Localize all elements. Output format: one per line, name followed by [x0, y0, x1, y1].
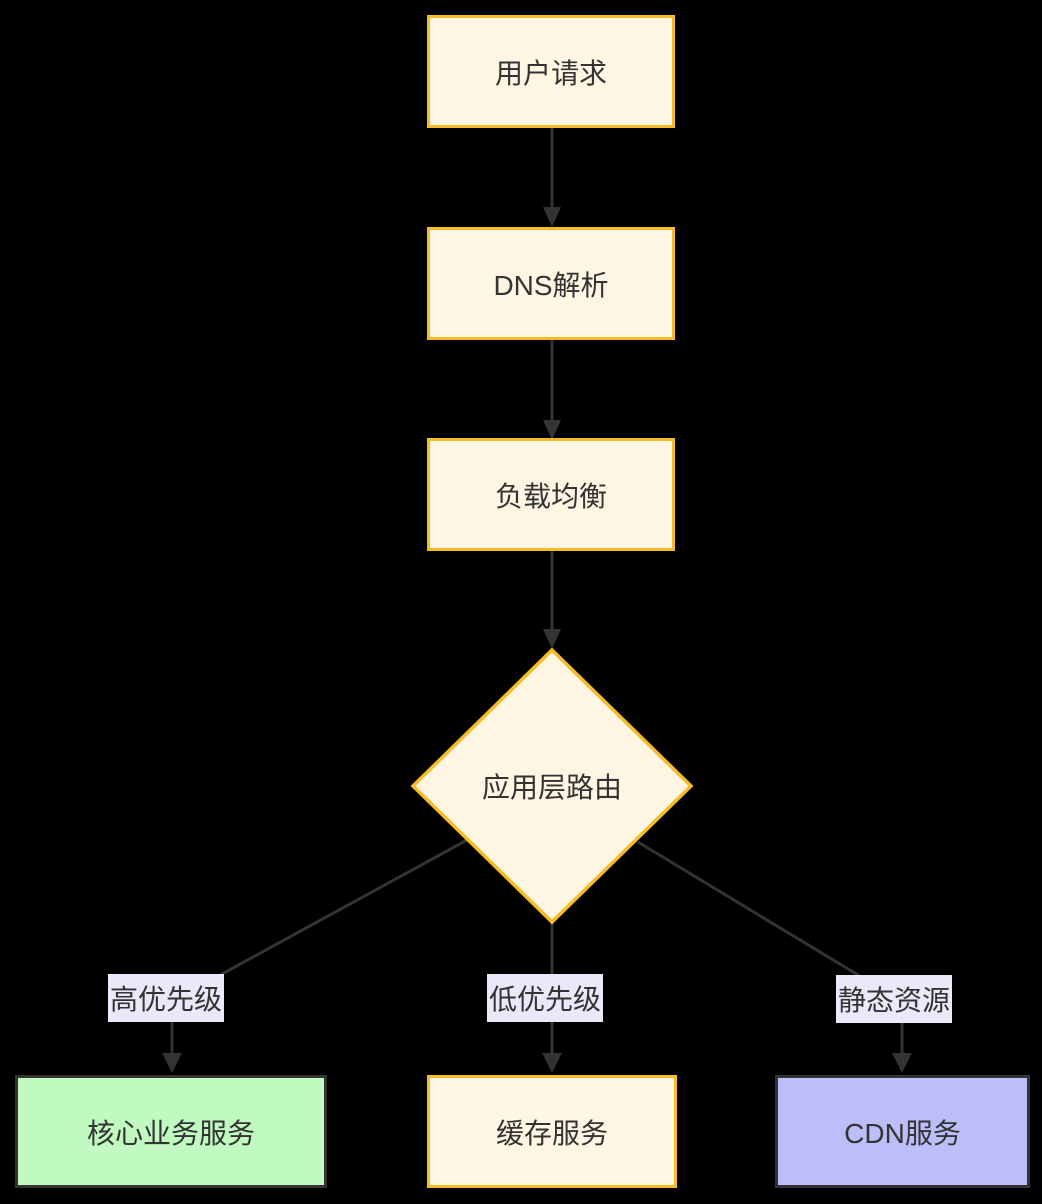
node-load-balancer: 负载均衡 [427, 438, 675, 551]
edge-label-static-assets: 静态资源 [836, 975, 952, 1023]
node-user-request: 用户请求 [427, 15, 675, 128]
node-cache-service: 缓存服务 [427, 1075, 677, 1188]
diamond-shape-app-layer-routing [410, 647, 694, 925]
arrowhead-cdn-service [892, 1053, 912, 1073]
edge-label-high-priority: 高优先级 [108, 974, 224, 1022]
node-dns-resolution: DNS解析 [427, 227, 675, 340]
arrowhead-core-service [162, 1053, 182, 1073]
arrowhead-router [543, 629, 561, 649]
arrowhead-cache-service [542, 1053, 562, 1073]
arrowhead-dns [543, 207, 561, 227]
node-app-layer-routing-label: 应用层路由 [481, 772, 622, 803]
node-cdn-service: CDN服务 [775, 1075, 1030, 1188]
arrowhead-load-balancer [543, 420, 561, 440]
edge-label-low-priority: 低优先级 [487, 974, 603, 1022]
node-core-business-service: 核心业务服务 [15, 1075, 327, 1188]
